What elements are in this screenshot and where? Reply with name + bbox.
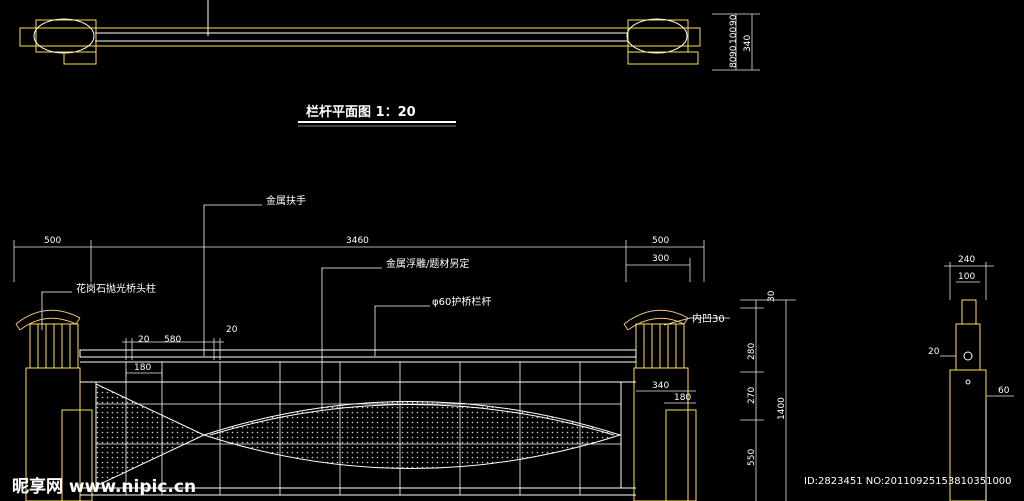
elevation-view xyxy=(15,309,697,501)
dim-300: 300 xyxy=(652,254,669,264)
watermark-id: ID:2823451 NO:20110925153810351000 xyxy=(804,476,1012,487)
dim-580: 580 xyxy=(164,335,181,345)
label-rail: φ60护桥栏杆 xyxy=(432,295,491,308)
dim-30: 30 xyxy=(767,290,777,302)
relief-body xyxy=(202,401,622,469)
plan-dim-100: 100 xyxy=(729,27,739,44)
plan-dim-340: 340 xyxy=(743,35,753,52)
dim-340: 340 xyxy=(652,381,669,391)
label-recess: 内凹30 xyxy=(692,312,725,325)
dim-550: 550 xyxy=(747,449,757,466)
plan-dim-90b: 90 xyxy=(729,14,739,26)
plan-view xyxy=(19,0,701,65)
section-dimensions xyxy=(940,262,1014,397)
plan-dim-80: 80 xyxy=(729,56,739,68)
dim-500-right: 500 xyxy=(652,236,669,246)
dim-500-left: 500 xyxy=(44,236,61,246)
plan-dim-90a: 90 xyxy=(729,45,739,57)
plan-side-dimensions xyxy=(712,13,760,71)
relief-panels xyxy=(95,383,622,487)
right-dimensions xyxy=(740,299,796,501)
sec-dim-240: 240 xyxy=(958,255,975,265)
watermark-logo: 昵享网 www.nipic.cn xyxy=(12,476,196,497)
dim-1400: 1400 xyxy=(777,397,787,420)
dim-270: 270 xyxy=(747,387,757,404)
dim-180-a: 180 xyxy=(134,363,151,373)
top-dimensions xyxy=(13,240,705,282)
inner-dimensions xyxy=(122,338,696,404)
plan-title: 栏杆平面图 1：20 xyxy=(306,104,416,120)
sec-dim-20: 20 xyxy=(928,347,940,357)
label-post: 花岗石抛光桥头柱 xyxy=(76,282,156,295)
label-handrail: 金属扶手 xyxy=(266,194,306,207)
dim-20-a: 20 xyxy=(138,335,150,345)
label-relief: 金属浮雕/题材另定 xyxy=(386,257,469,270)
dim-280: 280 xyxy=(747,343,757,360)
relief-tail xyxy=(95,383,206,487)
dim-180-b: 180 xyxy=(674,393,691,403)
dim-20-b: 20 xyxy=(226,325,238,335)
sec-dim-60: 60 xyxy=(998,386,1010,396)
leaders xyxy=(41,204,730,410)
dim-3460: 3460 xyxy=(346,236,369,246)
sec-dim-100: 100 xyxy=(958,272,975,282)
section-view xyxy=(949,299,987,501)
